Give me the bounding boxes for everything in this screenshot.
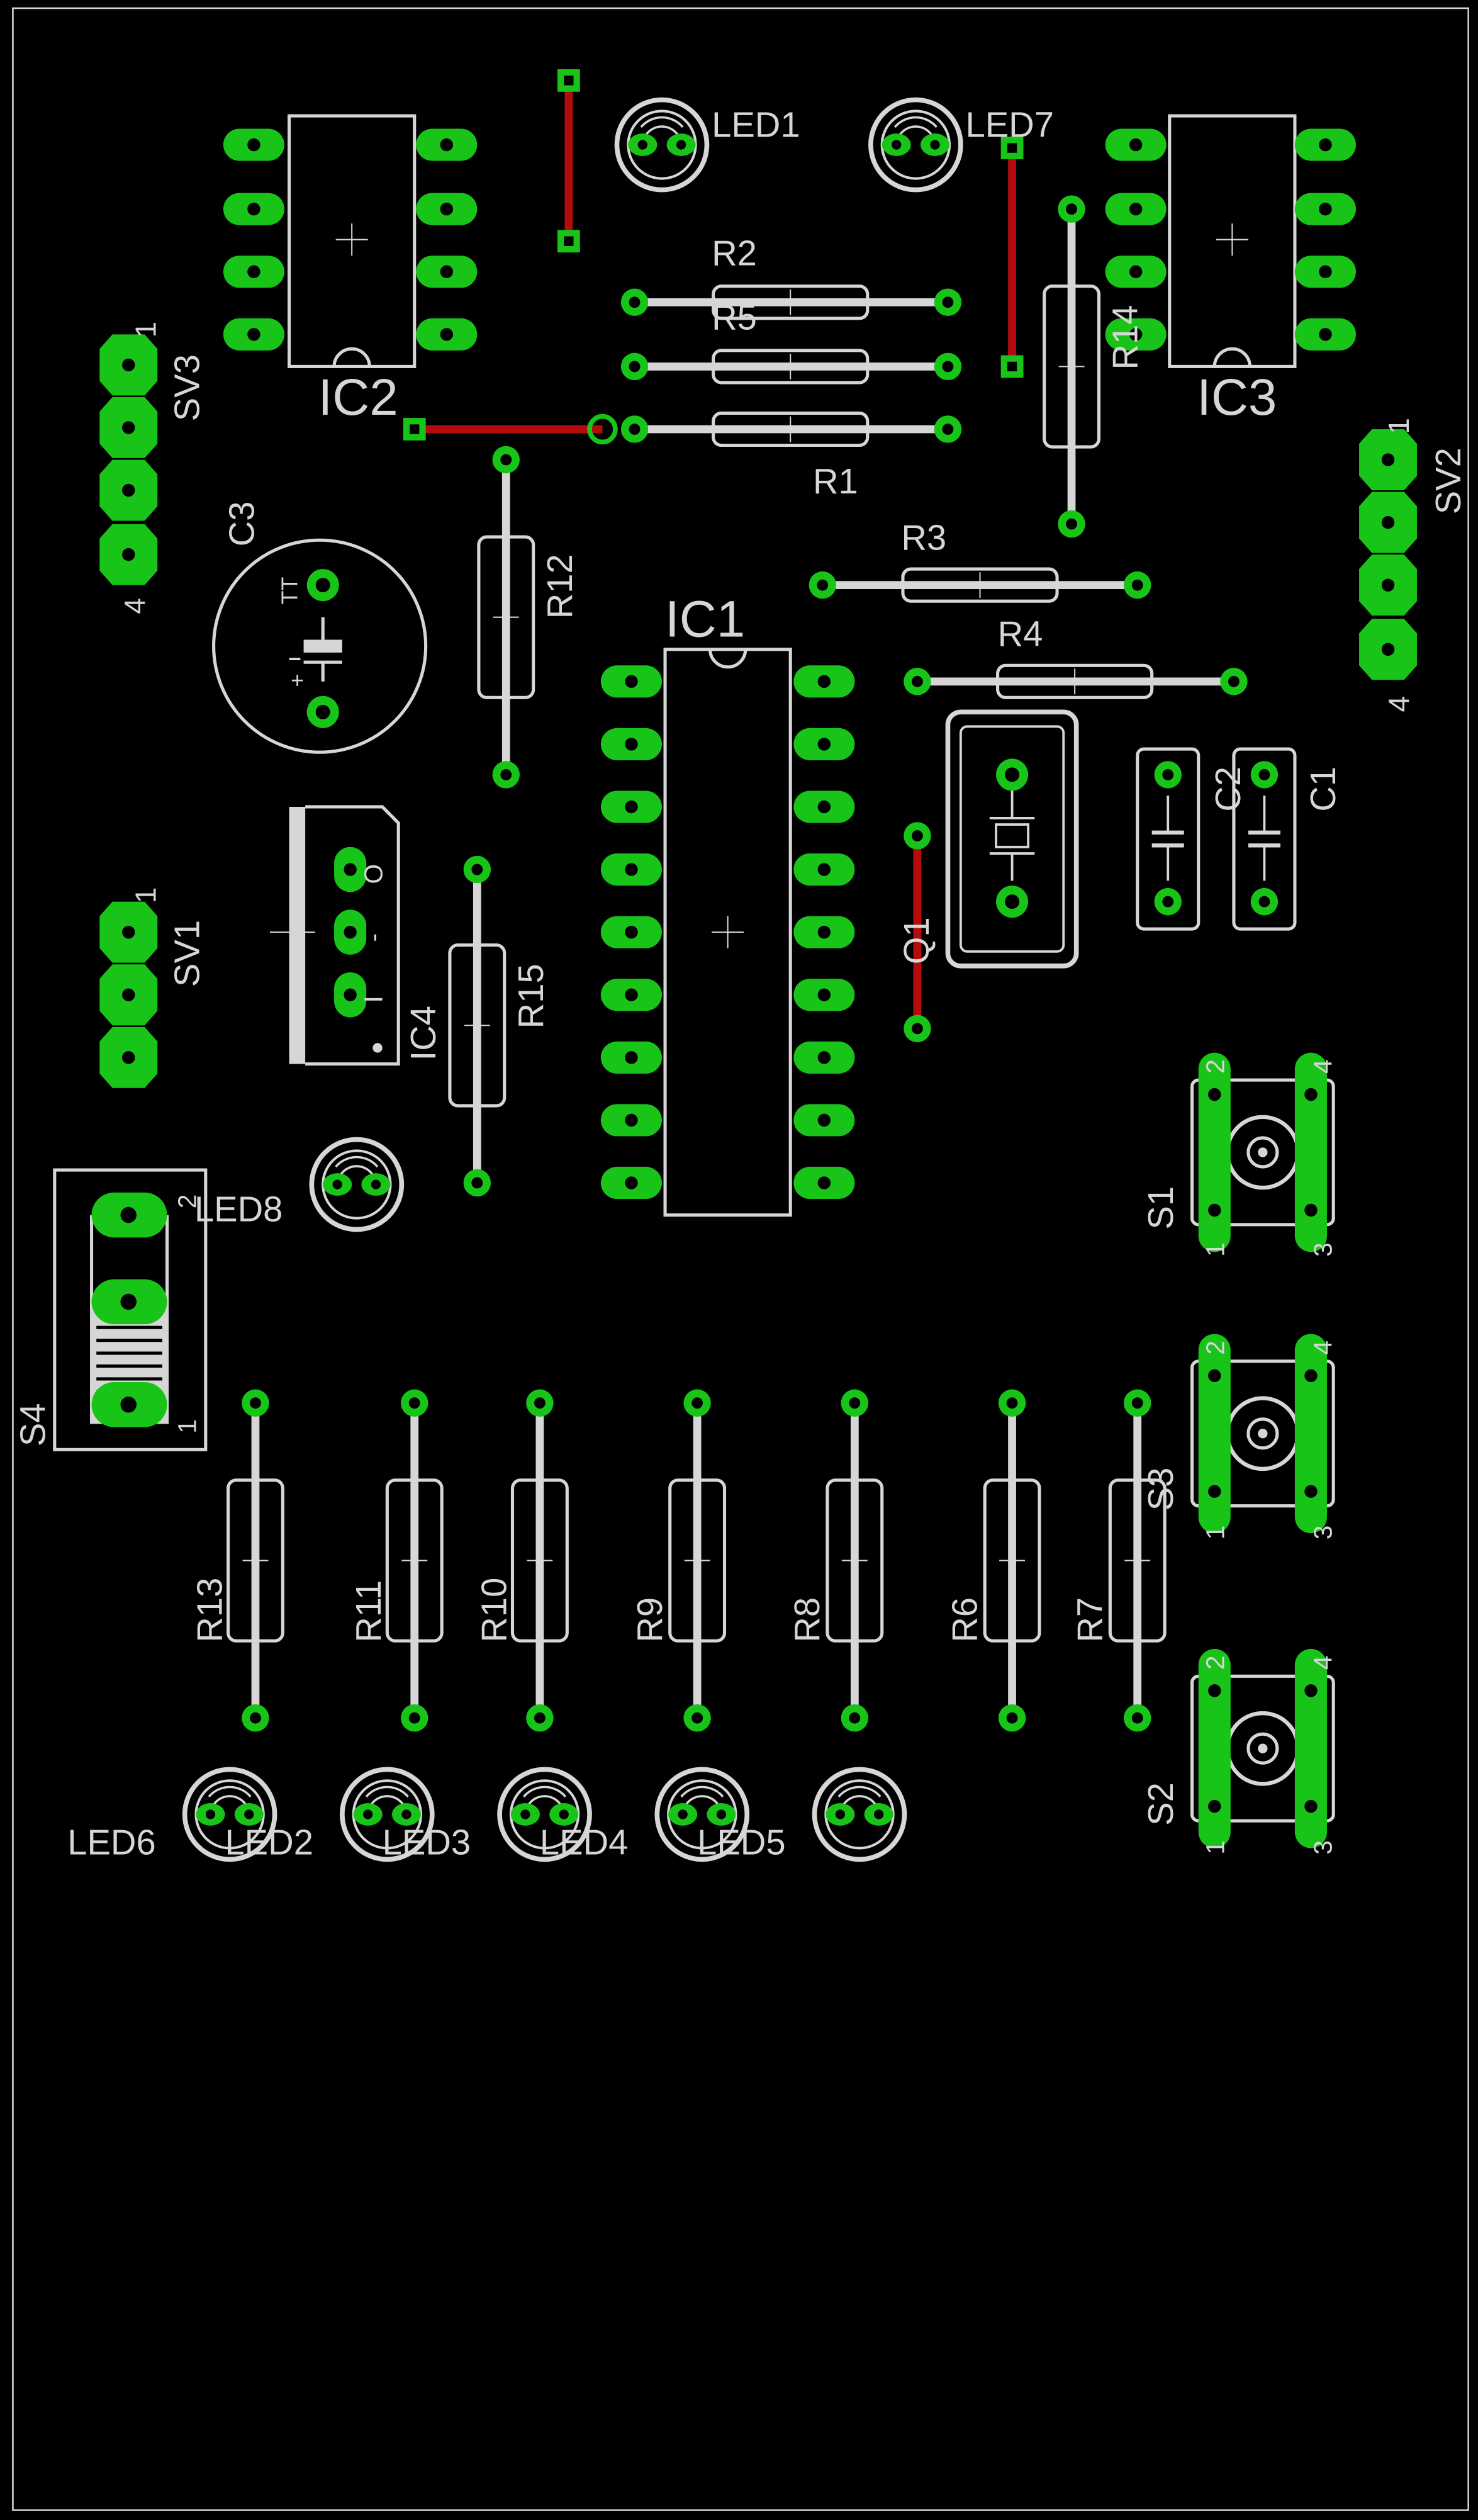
r7-label: R7 — [1070, 1597, 1110, 1643]
r8-label: R8 — [787, 1597, 827, 1643]
led1 — [617, 100, 707, 190]
s4 — [53, 1168, 208, 1451]
led5-label: LED5 — [697, 1823, 785, 1862]
svg-text:4: 4 — [1309, 1341, 1338, 1355]
s2-label: S2 — [1141, 1782, 1180, 1826]
sv3-label: SV3 — [167, 354, 207, 421]
ic1 — [600, 648, 855, 1217]
ic4-pin-o: O — [359, 864, 388, 884]
ic4-pin-g: - — [359, 933, 388, 942]
c2-label: C2 — [1208, 767, 1248, 812]
c3-plus: + — [291, 668, 304, 693]
svg-text:2: 2 — [1201, 1655, 1230, 1670]
svg-text:1: 1 — [1201, 1242, 1230, 1257]
r5-label: R5 — [712, 298, 757, 337]
svg-text:3: 3 — [1309, 1526, 1338, 1540]
sv2 — [1359, 429, 1417, 680]
ic4-pin-i: I — [359, 996, 388, 1003]
q1 — [945, 709, 1079, 969]
sv1-label: SV1 — [167, 920, 207, 987]
sv3-pin4: 4 — [118, 598, 151, 614]
led8-label: LED8 — [194, 1190, 283, 1229]
svg-text:2: 2 — [1201, 1059, 1230, 1074]
ic3 — [1105, 114, 1356, 368]
ic3-label: IC3 — [1197, 369, 1277, 426]
resistor-leads — [251, 209, 1234, 1718]
svg-text:4: 4 — [1309, 1655, 1338, 1670]
ic1-label: IC1 — [665, 590, 745, 648]
ic4-label: IC4 — [403, 1006, 443, 1060]
s3-label: S3 — [1141, 1468, 1180, 1511]
sv3-pin1: 1 — [130, 322, 162, 338]
s2 — [1192, 1649, 1334, 1848]
s4-pin1: 1 — [172, 1419, 201, 1434]
svg-text:4: 4 — [1309, 1059, 1338, 1074]
sv2-pin1: 1 — [1382, 418, 1415, 434]
r10-label: R10 — [474, 1578, 513, 1643]
s1-label: S1 — [1141, 1186, 1180, 1230]
q1-label: Q1 — [897, 917, 936, 964]
svg-text:1: 1 — [1201, 1840, 1230, 1855]
sv1-pin1: 1 — [130, 887, 162, 904]
sv2-pin4: 4 — [1382, 696, 1415, 712]
led2-label: LED2 — [225, 1823, 313, 1862]
c2 — [1136, 747, 1201, 931]
led7 — [871, 100, 961, 190]
r1-via — [587, 413, 618, 445]
sv2-label: SV2 — [1428, 447, 1468, 514]
led8 — [311, 1140, 401, 1230]
svg-text:3: 3 — [1309, 1242, 1338, 1257]
r14-label: R14 — [1106, 305, 1145, 369]
r1-label: R1 — [813, 461, 858, 501]
s1 — [1192, 1053, 1334, 1252]
ic2 — [223, 114, 478, 368]
r2-label: R2 — [712, 233, 757, 273]
sv1 — [99, 901, 158, 1088]
r9-label: R9 — [630, 1597, 669, 1643]
led1-label: LED1 — [712, 104, 800, 144]
r6-label: R6 — [944, 1597, 984, 1643]
r13-label: R13 — [189, 1578, 229, 1643]
r12-label: R12 — [540, 554, 579, 619]
led7-label: LED7 — [966, 104, 1054, 144]
led5 — [815, 1769, 905, 1859]
ic2-label: IC2 — [318, 369, 398, 426]
svg-text:2: 2 — [1201, 1341, 1230, 1355]
traces — [414, 80, 1016, 1029]
s3 — [1192, 1334, 1334, 1533]
svg-text:1: 1 — [1201, 1526, 1230, 1540]
c1 — [1232, 747, 1297, 931]
switch-pin-labels: 2 4 1 3 2 4 1 3 2 4 1 3 — [1201, 1059, 1338, 1855]
r3-label: R3 — [901, 517, 946, 557]
s4-pin2: 2 — [172, 1195, 201, 1209]
r15-label: R15 — [511, 964, 551, 1028]
sv3 — [99, 334, 158, 585]
ic4 — [269, 805, 400, 1066]
c3 — [212, 538, 428, 754]
r4-label: R4 — [998, 614, 1043, 654]
svg-text:3: 3 — [1309, 1840, 1338, 1855]
r11-label: R11 — [349, 1580, 388, 1643]
board-outline — [12, 7, 1469, 2511]
led6-label: LED6 — [67, 1823, 155, 1862]
c1-label: C1 — [1303, 767, 1343, 812]
led4-label: LED4 — [540, 1823, 628, 1862]
led3-label: LED3 — [383, 1823, 471, 1862]
c3-mark: TT — [277, 577, 302, 604]
s4-label: S4 — [13, 1403, 52, 1446]
c3-label: C3 — [221, 502, 261, 547]
